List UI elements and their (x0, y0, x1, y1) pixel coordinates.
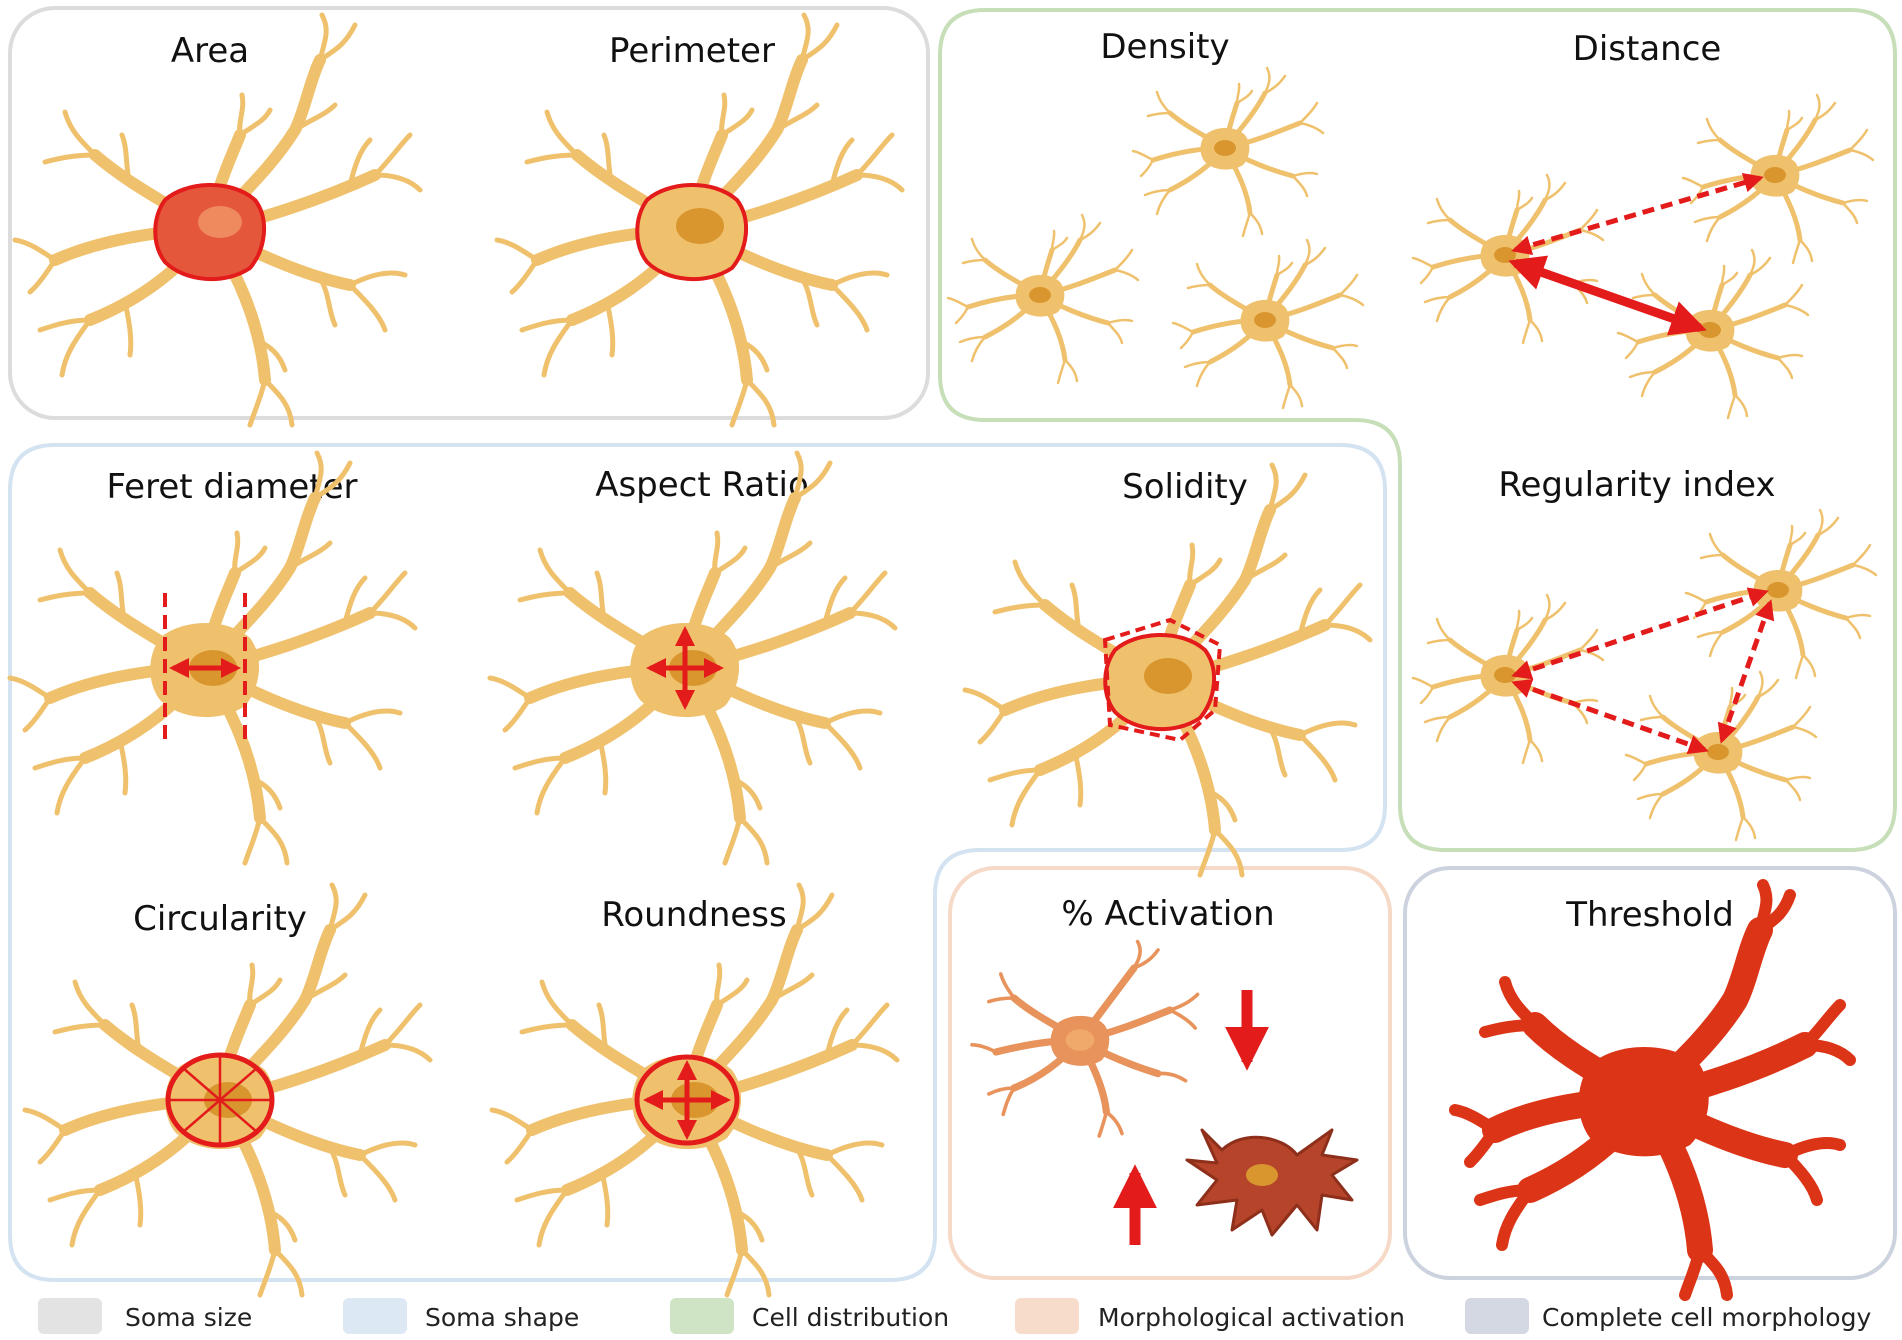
density-cells (948, 68, 1363, 408)
title-area: Area (171, 31, 249, 71)
title-density: Density (1100, 27, 1229, 67)
roundness-cell (492, 885, 897, 1295)
svg-text:Soma size: Soma size (125, 1303, 252, 1332)
activation-cells (970, 939, 1359, 1245)
svg-text:Morphological activation: Morphological activation (1098, 1303, 1405, 1332)
feret-cell (10, 453, 415, 863)
title-roundness: Roundness (601, 895, 786, 935)
distance-cells (1413, 95, 1873, 418)
title-regularity: Regularity index (1498, 465, 1775, 505)
area-cell (15, 15, 420, 425)
title-distance: Distance (1573, 29, 1722, 69)
title-threshold: Threshold (1565, 895, 1734, 935)
solidity-cell (965, 465, 1370, 875)
svg-text:Soma shape: Soma shape (425, 1303, 579, 1332)
perimeter-cell (497, 15, 902, 425)
svg-text:Cell distribution: Cell distribution (752, 1303, 949, 1332)
soma-size-frame (8, 6, 930, 420)
regularity-cells (1413, 510, 1876, 840)
soma-shape-frame (8, 443, 1387, 1282)
aspect-ratio-cell (490, 453, 895, 863)
title-activation: % Activation (1061, 894, 1274, 934)
title-solidity: Solidity (1122, 467, 1248, 507)
legend-item-morphological-activation: Morphological activation (1015, 1298, 1405, 1334)
circularity-cell (25, 885, 430, 1295)
threshold-cell (1449, 879, 1856, 1301)
complete-morphology-frame (1403, 866, 1897, 1280)
title-perimeter: Perimeter (609, 31, 775, 71)
legend-item-soma-shape: Soma shape (343, 1298, 579, 1334)
svg-text:Complete cell morphology: Complete cell morphology (1542, 1303, 1871, 1332)
legend-item-soma-size: Soma size (38, 1298, 252, 1334)
title-circularity: Circularity (133, 899, 307, 939)
title-aspect: Aspect Ratio (595, 465, 809, 505)
legend: Soma size Soma shape Cell distribution M… (38, 1298, 1871, 1334)
legend-item-complete-cell-morphology: Complete cell morphology (1465, 1298, 1871, 1334)
cell-distribution-frame (938, 8, 1897, 852)
morphological-activation-frame (948, 866, 1392, 1280)
legend-item-cell-distribution: Cell distribution (670, 1298, 949, 1334)
